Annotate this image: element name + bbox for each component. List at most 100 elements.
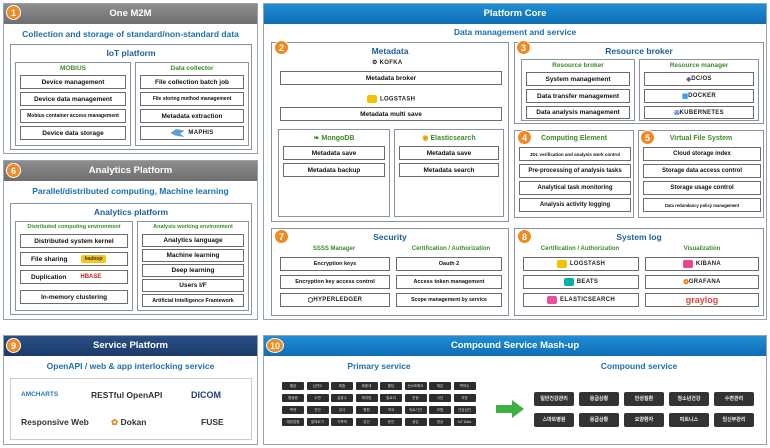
primary-service-key: 처방 xyxy=(453,394,476,402)
syslog-cert-item: BEATS xyxy=(523,275,639,289)
hyperledger-icon: ⬡ xyxy=(307,297,314,304)
elasticsearch-icon: ◉ xyxy=(422,135,431,142)
rb-item: Data analysis management xyxy=(526,106,630,119)
vis-item-label: GRAFANA xyxy=(688,279,721,285)
primary-service-key: 약국 xyxy=(380,406,402,414)
primary-service-key: 예방접종 xyxy=(282,418,304,426)
vfs-item: Cloud storage index xyxy=(643,147,761,161)
primary-service-key: 영상 xyxy=(429,418,451,426)
vfs-item: Data redundancy policy management xyxy=(643,198,761,212)
security-box: Security SSSS Manager Encryption keys En… xyxy=(271,228,509,316)
mongo-item: Metadata backup xyxy=(283,163,385,177)
badge-6: 6 xyxy=(6,163,21,178)
primary-service-key: 체중계 xyxy=(355,382,378,390)
rm-item-label: DC/OS xyxy=(691,76,712,82)
analytics-subtitle: Parallel/distributed computing, Machine … xyxy=(32,186,229,196)
logstash-logo: LOGSTASH xyxy=(367,95,415,103)
rm-item-label: KUBERNETES xyxy=(679,109,724,116)
hadoop-logo: hadoop xyxy=(81,255,106,263)
rb-inner-title: Resource broker xyxy=(552,62,604,69)
mongodb-title: ❧ MongoDB xyxy=(279,134,389,142)
elasticsearch-box: ◉ Elasticsearch Metadata save Metadata s… xyxy=(394,129,504,217)
compound-service-key: 스마트병원 xyxy=(534,413,574,427)
elasticsearch-title: ◉ Elasticsearch xyxy=(395,134,503,142)
grafana-icon: ❂ xyxy=(683,279,689,286)
rm-inner-box: Resource manager ◈ DC/OS ▦ DOCKER ✇ KUBE… xyxy=(639,59,759,121)
vfs-item: Storage data access control xyxy=(643,164,761,178)
logstash-icon xyxy=(367,95,377,103)
primary-service-key: 칼로리 xyxy=(380,394,402,402)
dicom-logo: DICOM xyxy=(191,390,221,400)
primary-service-key: 심전도 xyxy=(306,382,329,390)
primary-service-key: 식단 xyxy=(429,394,451,402)
computing-element-title: Computing Element xyxy=(540,135,608,142)
system-log-title: System log xyxy=(616,232,662,242)
metadata-multi-save: Metadata multi save xyxy=(280,107,502,121)
analytics-header: Analytics Platform xyxy=(4,161,257,181)
rb-item: System management xyxy=(526,72,630,86)
vfs-box: Virtual File System Cloud storage index … xyxy=(638,130,764,218)
compound-service-key: 요양환자 xyxy=(624,413,664,427)
responsive-web-logo: Responsive Web xyxy=(21,417,89,427)
dokan-logo: ✿ Dokan xyxy=(111,417,146,428)
aw-item: Analytics language xyxy=(142,234,244,247)
sec-cert-item: Access token management xyxy=(396,275,502,289)
syslog-cert-item: LOGSTASH xyxy=(523,257,639,271)
computing-item: JDL verification and analysis work contr… xyxy=(519,147,631,161)
hyperledger-label: HYPERLEDGER xyxy=(313,297,363,303)
primary-service-key: 혈압 xyxy=(282,382,304,390)
primary-service-key: 혈당 xyxy=(380,382,402,390)
primary-service-key: 활동량 xyxy=(282,394,304,402)
mongodb-icon: ❧ xyxy=(313,135,322,142)
data-collector-title: Data collector xyxy=(170,65,214,72)
beats-icon xyxy=(563,278,574,286)
graylog-label: graylog xyxy=(685,295,719,305)
dist-item: In-memory clustering xyxy=(20,290,128,304)
computing-item: Analysis activity logging xyxy=(519,198,631,212)
computing-element-box: Computing Element JDL verification and a… xyxy=(514,130,634,218)
logstash-icon xyxy=(556,260,567,268)
maphis-label: MAPHIS xyxy=(188,130,214,136)
syslog-cert-title: Certification / Authorization xyxy=(540,246,620,252)
metadata-title: Metadata xyxy=(371,46,409,56)
collector-item: File collection batch job xyxy=(140,75,244,89)
dist-item: Duplication HBASE xyxy=(20,270,128,284)
badge-4: 4 xyxy=(517,130,532,145)
amcharts-logo: AMCHARTS xyxy=(21,391,58,398)
service-logos-box: AMCHARTS RESTful OpenAPI DICOM Responsiv… xyxy=(10,378,252,440)
mobius-item: Device data management xyxy=(20,92,126,106)
iot-platform-box: IoT platform MOBIUS Device management De… xyxy=(10,44,252,150)
vis-item-label: KIBANA xyxy=(695,261,722,267)
platform-core-header: Platform Core xyxy=(264,4,766,24)
compound-service-key: 피트니스 xyxy=(669,413,709,427)
aw-item: Deep learning xyxy=(142,264,244,277)
compound-service-key: 응급상황 xyxy=(579,392,619,406)
distributed-env-title: Distributed computing environment xyxy=(27,224,121,230)
distributed-env-box: Distributed computing environment Distri… xyxy=(15,221,133,311)
mongo-item: Metadata save xyxy=(283,146,385,160)
dcos-icon: ◈ xyxy=(686,76,692,83)
compound-service-title: Compound service xyxy=(600,361,678,371)
data-collector-box: Data collector File collection batch job… xyxy=(135,62,249,146)
compound-header: Compound Service Mash-up xyxy=(264,336,766,356)
fuse-logo: FUSE xyxy=(201,417,224,427)
service-panel: Service Platform OpenAPI / web & app int… xyxy=(3,335,258,445)
one-m2m-header: One M2M xyxy=(4,4,257,24)
ssss-item: Encryption keys xyxy=(280,257,390,271)
collector-item: File storing method management xyxy=(140,92,244,106)
primary-service-key: 상담 xyxy=(404,418,427,426)
one-m2m-subtitle: Collection and storage of standard/non-s… xyxy=(22,29,239,39)
ssss-item: Encryption key access control xyxy=(280,275,390,289)
dist-item: File sharing hadoop xyxy=(20,252,128,266)
resource-broker-title: Resource broker xyxy=(605,46,673,56)
primary-service-key: 검사 xyxy=(331,406,353,414)
badge-2: 2 xyxy=(274,40,289,55)
computing-item: Pre-processing of analysis tasks xyxy=(519,164,631,178)
analytics-platform-title: Analytics platform xyxy=(93,207,169,217)
primary-service-key: 진단 xyxy=(306,406,329,414)
primary-service-title: Primary service xyxy=(347,361,411,371)
mobius-box: MOBIUS Device management Device data man… xyxy=(15,62,131,146)
primary-service-key: 체지방 xyxy=(355,394,378,402)
service-header: Service Platform xyxy=(4,336,257,356)
